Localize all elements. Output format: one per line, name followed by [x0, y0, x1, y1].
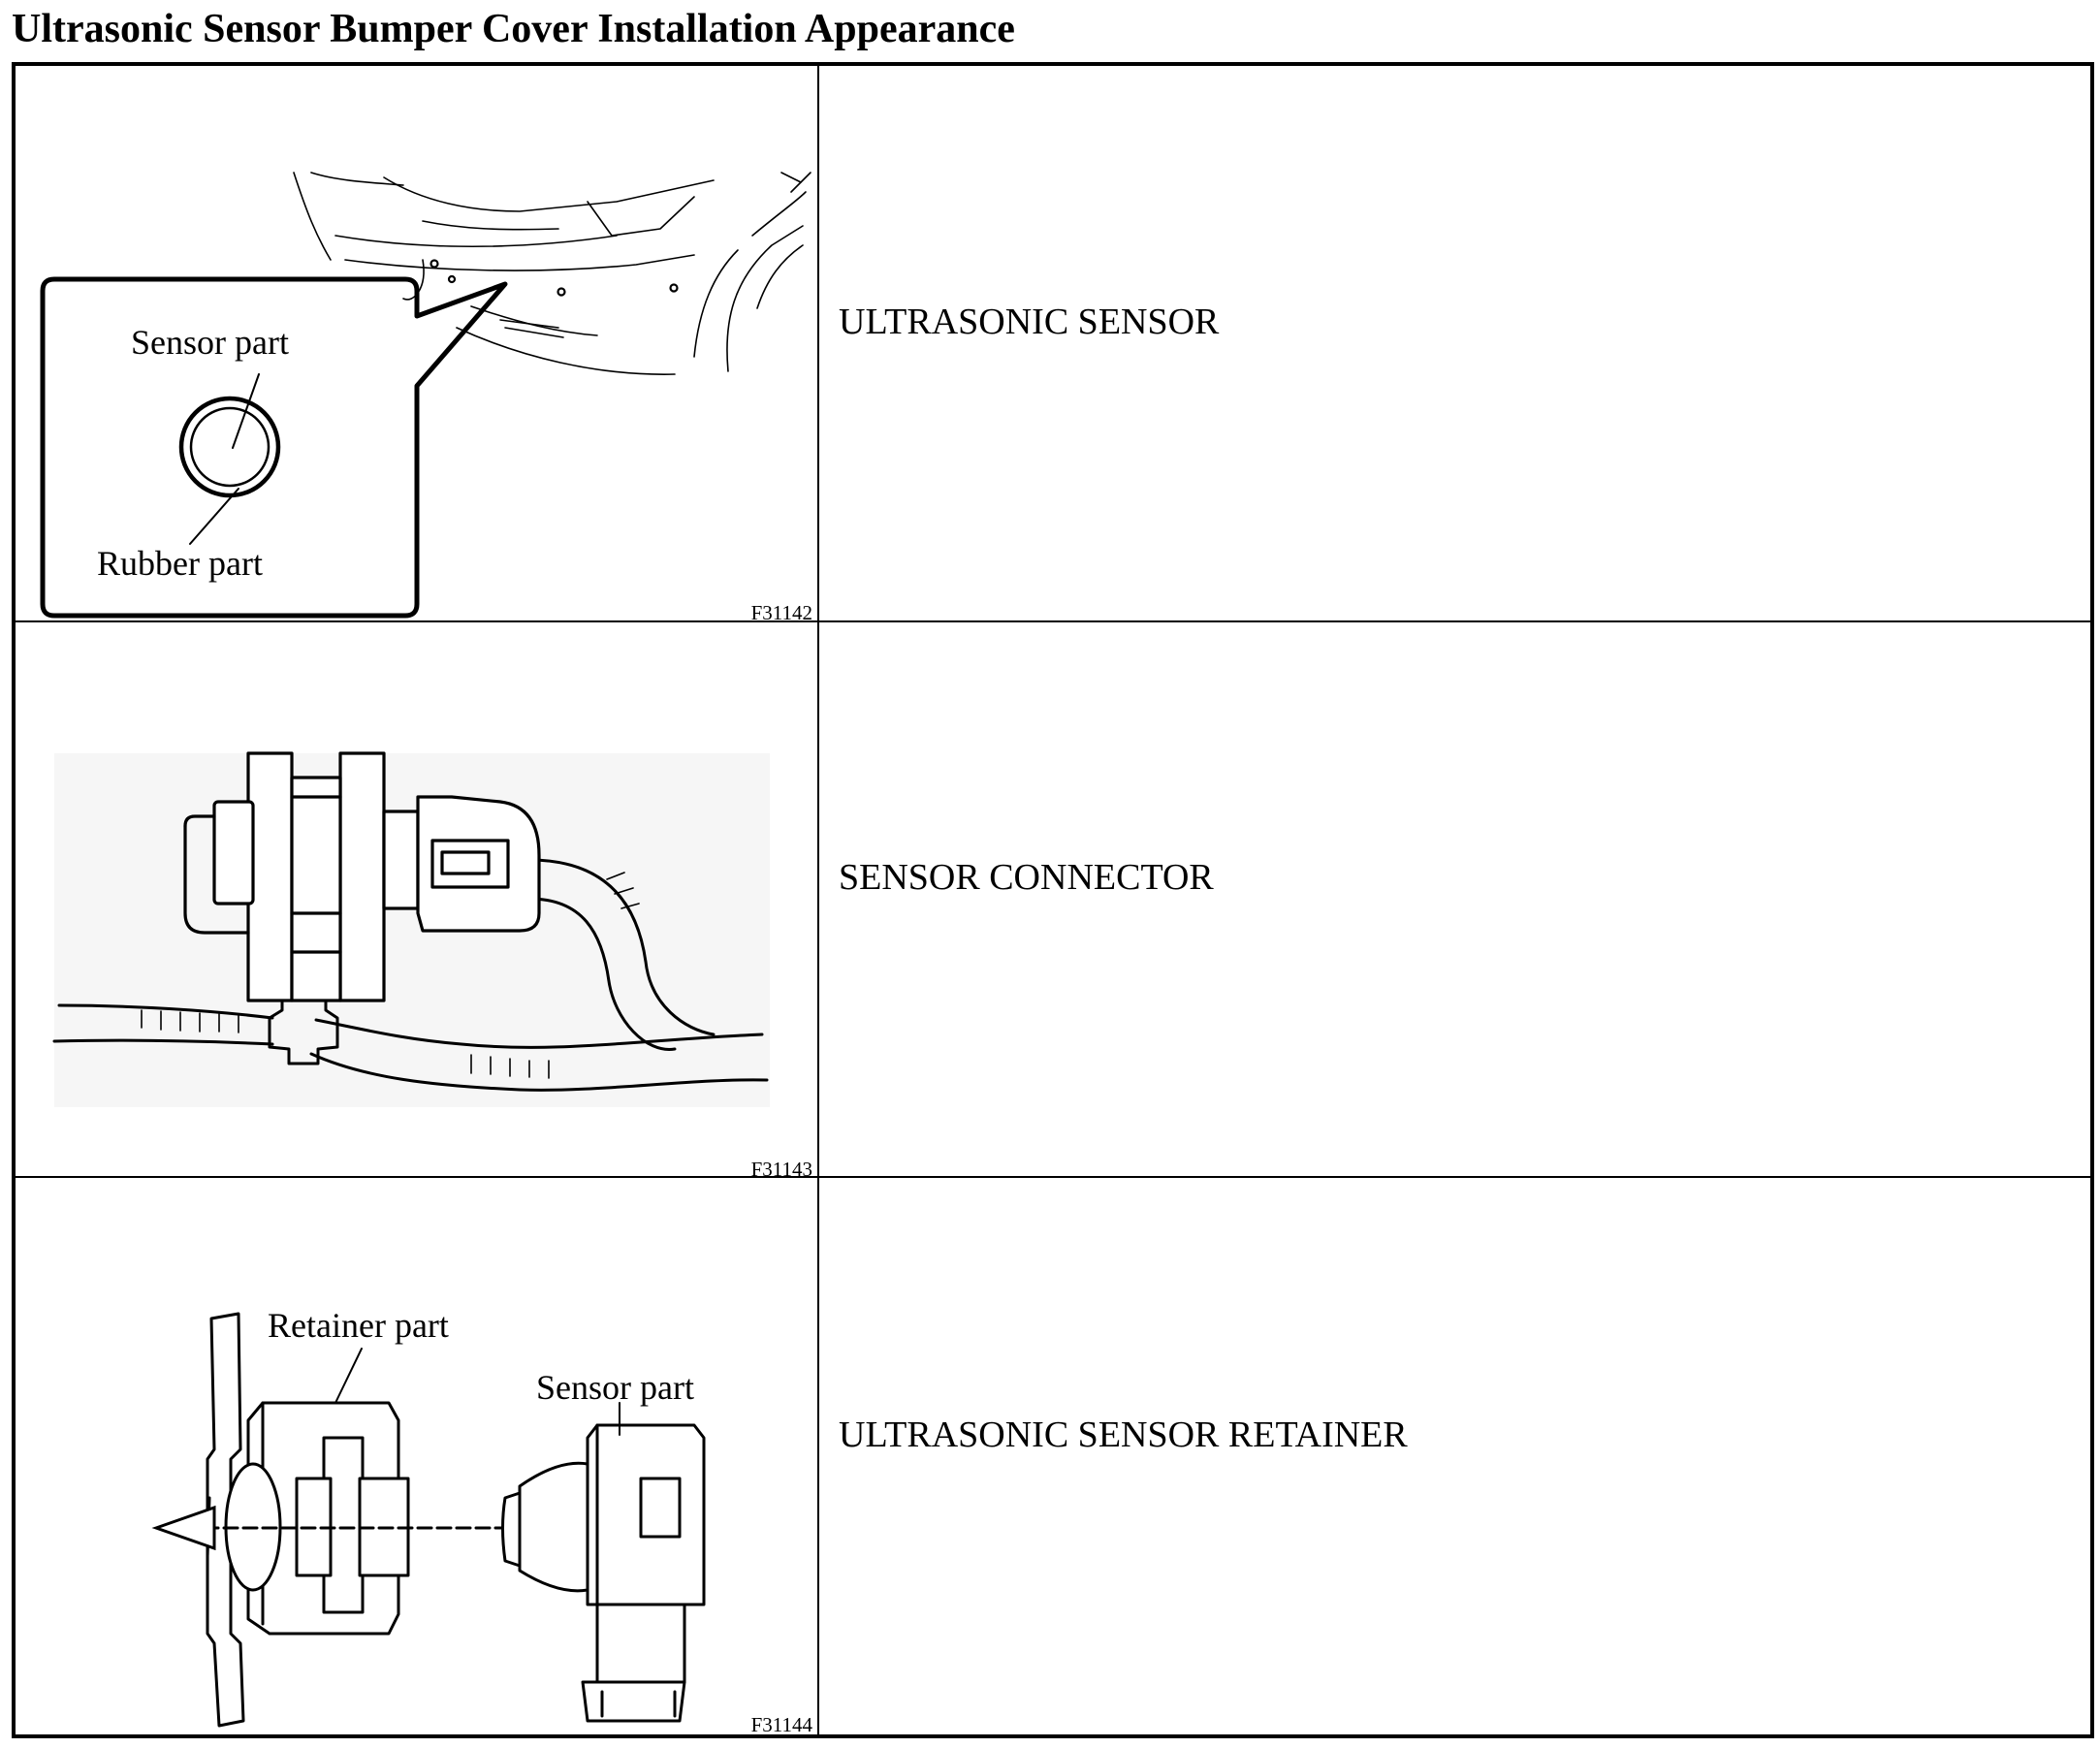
parts-table: Sensor part Rubber part F31142 ULTRASONI… — [12, 62, 2094, 1738]
bumper-sensor-illustration: Sensor part Rubber part F31142 — [40, 172, 812, 621]
part-description: ULTRASONIC SENSOR — [839, 301, 1220, 342]
sensor-retainer-illustration: Retainer part Sensor part F31144 — [151, 1306, 813, 1733]
description-cell-sensor: ULTRASONIC SENSOR — [819, 66, 2090, 622]
part-description: SENSOR CONNECTOR — [839, 857, 1214, 899]
description-cell-retainer: ULTRASONIC SENSOR RETAINER — [819, 1178, 2090, 1734]
callout-sensor-part: Sensor part — [536, 1368, 694, 1407]
part-description: ULTRASONIC SENSOR RETAINER — [839, 1414, 1408, 1456]
illustration-cell-connector: F31143 — [16, 621, 819, 1179]
figure-number: F31143 — [751, 1158, 812, 1178]
document-title: Ultrasonic Sensor Bumper Cover Installat… — [12, 7, 1015, 51]
sensor-connector-illustration: F31143 — [52, 751, 812, 1178]
callout-rubber-part: Rubber part — [97, 544, 263, 583]
callout-sensor-part: Sensor part — [131, 323, 289, 362]
illustration-cell-retainer: Retainer part Sensor part F31144 — [16, 1178, 819, 1734]
figure-number: F31144 — [751, 1713, 813, 1733]
description-cell-connector: SENSOR CONNECTOR — [819, 622, 2090, 1179]
figure-number: F31142 — [751, 601, 812, 621]
callout-retainer-part: Retainer part — [268, 1306, 449, 1345]
illustration-cell-sensor: Sensor part Rubber part F31142 — [16, 66, 819, 622]
